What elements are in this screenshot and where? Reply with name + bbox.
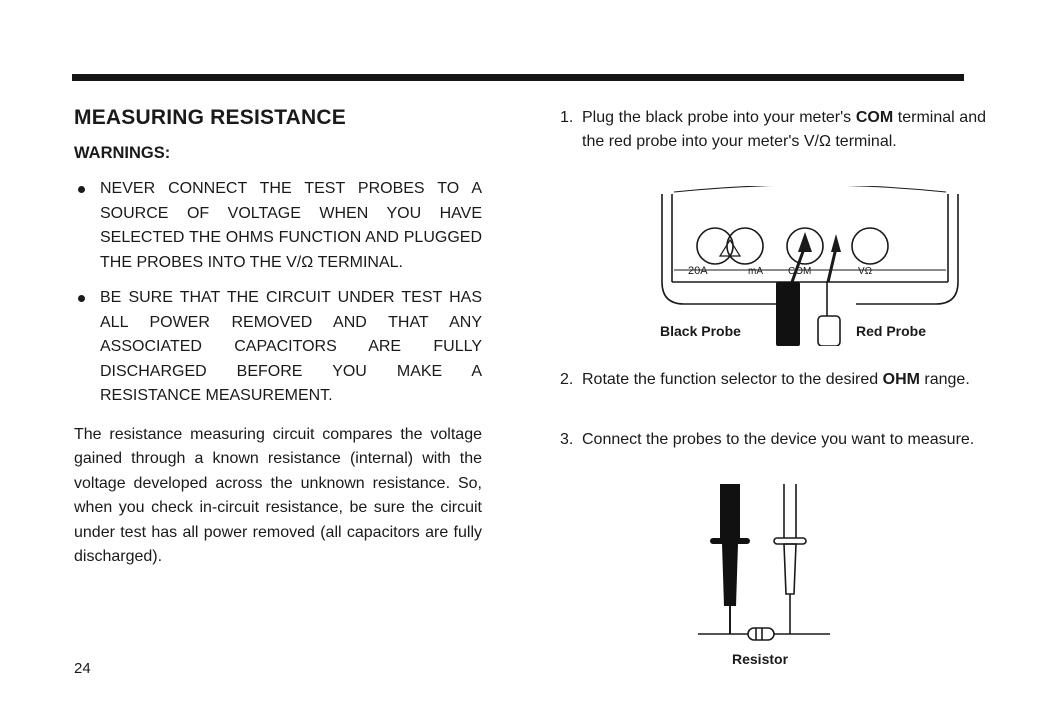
arrow-up-icon — [831, 234, 841, 252]
step-text: Connect the probes to the device you wan… — [582, 431, 975, 448]
black-probe-icon — [776, 282, 800, 346]
top-rule — [72, 74, 964, 81]
terminal-vohm-label: VΩ — [858, 266, 873, 277]
step-text: Rotate the function selector to the desi… — [582, 371, 883, 388]
resistor-icon — [698, 627, 830, 641]
step-number: 3. — [560, 431, 574, 448]
warning-text: NEVER CONNECT THE TEST PROBES TO A SOURC… — [100, 180, 482, 271]
resistor-label: Resistor — [732, 651, 789, 667]
red-probe-icon — [817, 315, 841, 346]
page-number: 24 — [74, 660, 91, 677]
red-probe-icon — [773, 484, 807, 634]
meter-body-icon — [661, 186, 959, 305]
left-column: MEASURING RESISTANCE WARNINGS: NEVER CON… — [74, 106, 482, 570]
bullet-icon — [78, 295, 85, 302]
warning-text: BE SURE THAT THE CIRCUIT UNDER TEST HAS … — [100, 289, 482, 404]
step-text: range. — [919, 371, 970, 388]
step-3: 3. Connect the probes to the device you … — [560, 428, 986, 452]
resistor-figure: Resistor — [698, 484, 830, 667]
step-text: terminal and the red probe into your met… — [582, 109, 986, 150]
terminal-20a-label: 20A — [688, 265, 708, 277]
terminal-ma-label: mA — [748, 266, 763, 277]
step-keyword: OHM — [882, 371, 920, 388]
section-heading: MEASURING RESISTANCE — [74, 106, 346, 129]
meter-terminals-figure: 20A mA COM VΩ Black Probe Red Probe — [660, 186, 959, 346]
black-probe-icon — [710, 484, 750, 634]
step-number: 2. — [560, 371, 574, 388]
step-number: 1. — [560, 109, 574, 126]
warning-item: NEVER CONNECT THE TEST PROBES TO A SOURC… — [74, 177, 482, 275]
step-keyword: COM — [855, 109, 894, 126]
warnings-list: NEVER CONNECT THE TEST PROBES TO A SOURC… — [74, 177, 482, 409]
arrow-up-icon — [798, 232, 812, 252]
warning-item: BE SURE THAT THE CIRCUIT UNDER TEST HAS … — [74, 286, 482, 409]
terminal-com-label: COM — [788, 266, 811, 277]
body-paragraph: The resistance measuring circuit compare… — [74, 425, 482, 566]
black-probe-label: Black Probe — [660, 323, 741, 339]
step-1: 1. Plug the black probe into your meter'… — [560, 106, 986, 154]
step-2: 2. Rotate the function selector to the d… — [560, 368, 986, 392]
warnings-heading: WARNINGS: — [74, 144, 171, 162]
bullet-icon — [78, 186, 85, 193]
step-text: Plug the black probe into your meter's — [582, 109, 856, 126]
red-probe-label: Red Probe — [856, 323, 926, 339]
